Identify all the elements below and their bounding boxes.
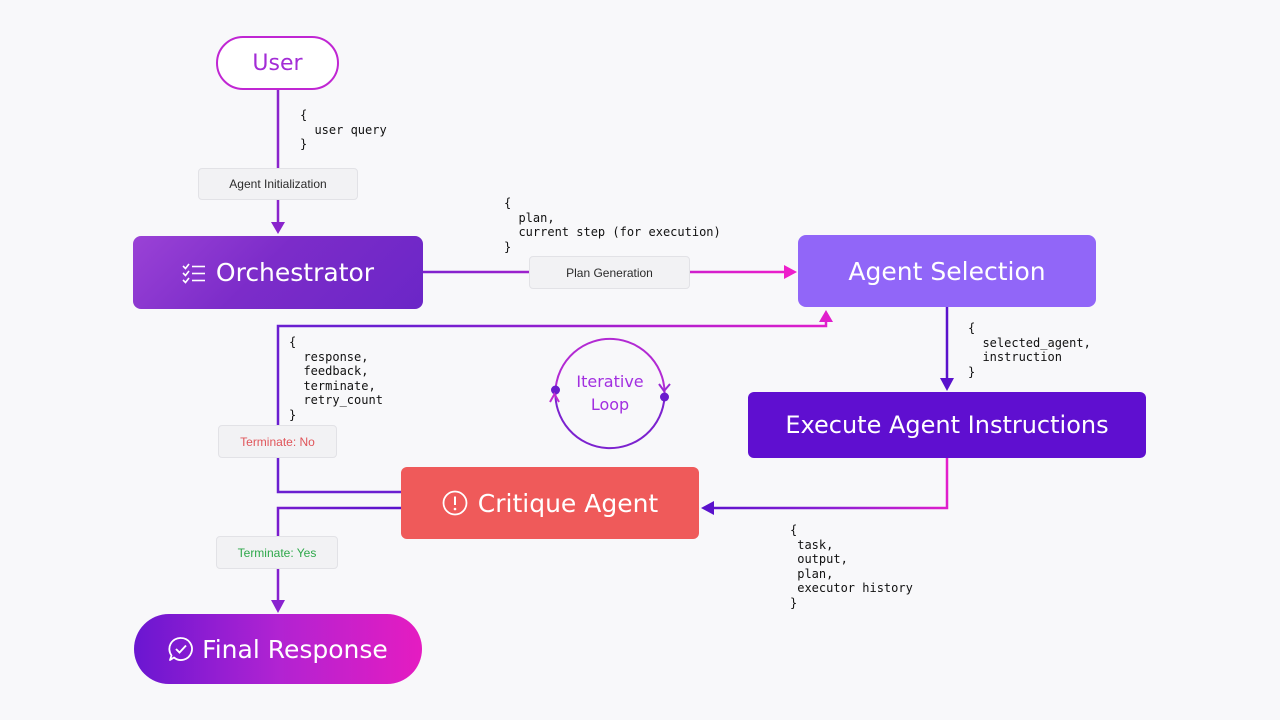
orchestrator-node[interactable]: Orchestrator (133, 236, 423, 309)
user-query-payload: { user query } (300, 108, 387, 151)
edge-critique-final (276, 506, 401, 606)
agent-selection-label: Agent Selection (848, 256, 1046, 286)
user-node[interactable]: User (216, 36, 339, 90)
orchestrator-label: Orchestrator (215, 258, 375, 287)
arrowhead-selection (784, 265, 797, 279)
terminate-no-label: Terminate: No (218, 425, 337, 458)
arrowhead-final (271, 600, 285, 613)
plan-generation-label: Plan Generation (529, 256, 690, 289)
agent-selection-node[interactable]: Agent Selection (798, 235, 1096, 307)
checklist-icon (182, 262, 206, 284)
loop-label-line1: Iterative (576, 372, 644, 391)
edge-execute-critique (710, 458, 949, 510)
execute-agent-node[interactable]: Execute Agent Instructions (748, 392, 1146, 458)
loop-label-line2: Loop (590, 395, 630, 414)
alert-circle-icon (442, 490, 468, 516)
task-payload: { task, output, plan, executor history } (790, 523, 913, 610)
arrowhead-critique (701, 501, 714, 515)
iterative-loop-icon (549, 337, 671, 450)
arrowhead-orchestrator (271, 222, 285, 234)
arrowhead-execute (940, 378, 954, 391)
chat-check-icon (168, 636, 194, 662)
execute-agent-label: Execute Agent Instructions (785, 411, 1109, 439)
arrowhead-loopback (819, 310, 833, 322)
plan-payload: { plan, current step (for execution) } (504, 196, 721, 254)
edge-critique-selection (276, 318, 828, 494)
selected-agent-payload: { selected_agent, instruction } (968, 321, 1091, 379)
terminate-yes-label: Terminate: Yes (216, 536, 338, 569)
agent-initialization-label: Agent Initialization (198, 168, 358, 200)
final-response-node[interactable]: Final Response (134, 614, 422, 684)
feedback-payload: { response, feedback, terminate, retry_c… (289, 335, 383, 422)
iterative-loop-label: Iterative Loop (560, 370, 660, 416)
final-response-label: Final Response (202, 634, 388, 664)
critique-agent-label: Critique Agent (477, 488, 659, 518)
critique-agent-node[interactable]: Critique Agent (401, 467, 699, 539)
user-node-label: User (252, 50, 303, 76)
